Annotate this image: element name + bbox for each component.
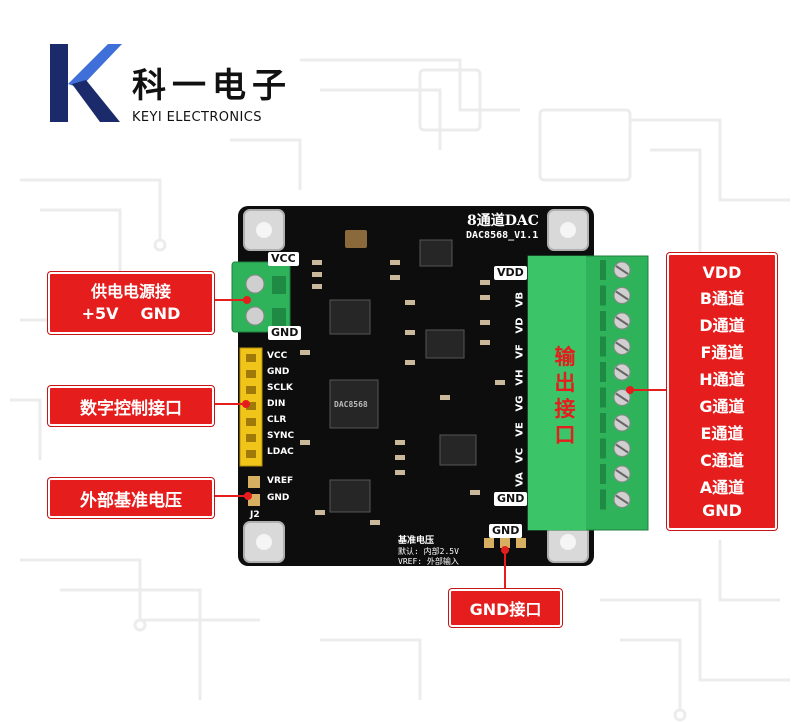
- gnd-bottom-pill: GND: [489, 524, 523, 538]
- channel-list-callout: VDD B通道 D通道 F通道 H通道 G通道 E通道 C通道 A通道 GND: [667, 253, 777, 530]
- chip-marking: DAC8568: [334, 400, 368, 409]
- channel-item: E通道: [700, 424, 744, 444]
- screw-slot: [615, 341, 629, 352]
- vcc-pill: VCC: [268, 252, 299, 266]
- pin-label: GND: [267, 367, 290, 377]
- terminal-slot: [600, 387, 606, 408]
- channel-item: H通道: [699, 369, 745, 389]
- terminal-slot: [600, 438, 606, 459]
- pin-label: GND: [267, 493, 290, 503]
- power-callout-gnd: GND: [140, 304, 181, 323]
- pin-label: CLR: [267, 415, 287, 425]
- pin-label: SCLK: [267, 383, 293, 393]
- channel-item: VDD: [702, 262, 742, 282]
- channel-pin-label: VA: [514, 472, 526, 487]
- terminal-slot: [600, 311, 606, 331]
- terminal-slot: [600, 285, 606, 306]
- external-ref-callout: 外部基准电压: [48, 478, 214, 518]
- ref-title: 基准电压: [398, 536, 435, 546]
- screw-slot: [615, 316, 629, 326]
- leader-lines: [210, 296, 667, 589]
- terminal-slot: [600, 464, 606, 484]
- brand-logo-icon: [50, 44, 122, 122]
- digital-interface-callout: 数字控制接口: [48, 386, 214, 426]
- channel-pin-label: VD: [514, 317, 526, 334]
- pcb-board: [231, 206, 649, 566]
- gnd-port-callout: GND接口: [449, 589, 562, 627]
- screw-slot: [615, 265, 629, 275]
- screw-slot: [615, 443, 629, 454]
- channel-pin-label: VC: [514, 447, 526, 464]
- terminal-slot: [600, 260, 606, 280]
- pin-label: SYNC: [267, 431, 295, 441]
- brand-name-en: KEYI ELECTRONICS: [132, 110, 262, 125]
- terminal-slot: [600, 413, 606, 433]
- j2-label: J2: [250, 510, 260, 520]
- channel-item: D通道: [699, 315, 745, 335]
- brand-name-cn: 科一电子: [132, 66, 292, 106]
- output-interface-label: 输出接口: [554, 345, 576, 447]
- terminal-slot: [600, 336, 606, 357]
- screw-slot: [615, 469, 629, 479]
- power-callout: 供电电源接 +5V GND: [48, 272, 214, 334]
- power-callout-voltage: +5V: [81, 304, 119, 323]
- pin-label: VCC: [267, 351, 288, 361]
- vdd-pill: VDD: [494, 266, 527, 280]
- channel-item: GND: [702, 501, 742, 521]
- terminal-screws: [600, 260, 631, 510]
- channel-item: C通道: [700, 451, 744, 471]
- screw-slot: [615, 392, 629, 403]
- gnd-pill: GND: [268, 326, 302, 340]
- channel-pin-label: VF: [514, 344, 526, 359]
- channel-item: G通道: [699, 397, 745, 417]
- ref-line-1: 默认: 内部2.5V: [398, 547, 459, 556]
- pin-label: DIN: [267, 399, 286, 409]
- board-title: 8通道DAC: [467, 213, 539, 229]
- ref-line-2: VREF: 外部输入: [398, 557, 459, 566]
- pin-label: LDAC: [267, 447, 294, 457]
- channel-pin-label: VE: [514, 422, 526, 437]
- screw-slot: [615, 494, 629, 505]
- gnd-right-pill: GND: [494, 492, 528, 506]
- terminal-slot: [600, 362, 606, 382]
- channel-pin-label: VH: [514, 369, 526, 386]
- terminal-slot: [600, 489, 606, 510]
- screw-slot: [615, 367, 629, 377]
- channel-item: F通道: [700, 342, 744, 362]
- board-model: DAC8568_V1.1: [466, 230, 539, 241]
- background-circuit-pattern: [10, 58, 790, 722]
- channel-item: A通道: [699, 478, 745, 498]
- screw-slot: [615, 418, 629, 428]
- screw-slot: [615, 290, 629, 301]
- channel-item: B通道: [699, 288, 745, 308]
- pin-label: VREF: [267, 476, 294, 486]
- channel-pin-label: VB: [514, 291, 526, 308]
- channel-pin-label: VG: [514, 395, 526, 412]
- power-callout-title: 供电电源接: [90, 282, 171, 301]
